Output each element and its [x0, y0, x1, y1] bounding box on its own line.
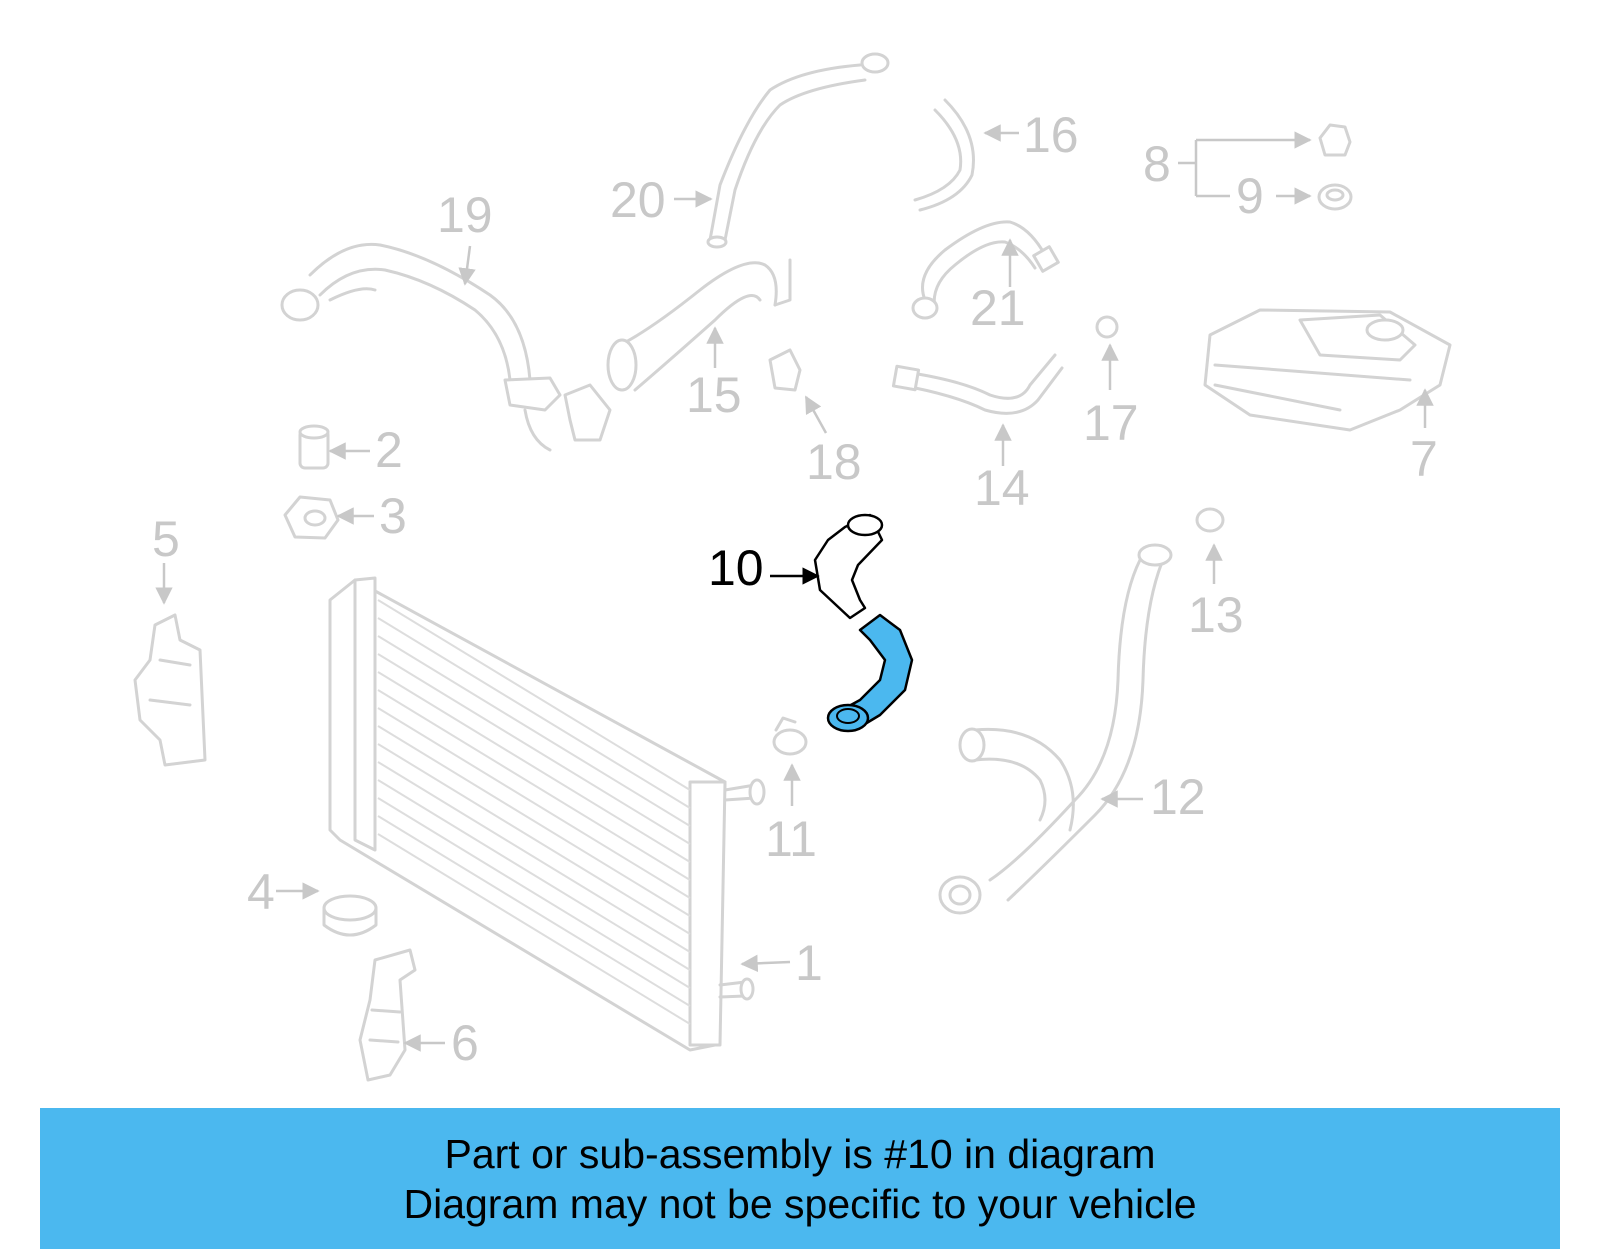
banner-line-part: Part or sub-assembly is #10 in diagram [444, 1130, 1156, 1177]
part-8-cap [1318, 123, 1352, 157]
part-21-hose [911, 220, 1060, 320]
callout-15: 15 [686, 367, 742, 423]
part-6-bracket [358, 948, 417, 1082]
callout-10[interactable]: 10 [708, 540, 764, 596]
callout-16: 16 [1023, 107, 1079, 163]
part-16-hose [913, 98, 975, 212]
part-19-pipe [280, 242, 612, 452]
callout-labels: 1 2 3 4 5 6 7 8 9 10 11 12 13 14 15 16 1… [152, 107, 1438, 1071]
callout-19: 19 [437, 187, 493, 243]
banner-line-disclaimer: Diagram may not be specific to your vehi… [403, 1180, 1197, 1227]
part-13-clamp [1195, 507, 1225, 533]
leader-arrows [155, 133, 1434, 1052]
part-2-grommet [298, 424, 330, 470]
callout-5: 5 [152, 511, 180, 567]
callout-6: 6 [451, 1015, 479, 1071]
part-7-reservoir [1203, 308, 1452, 432]
part-5-bracket [133, 613, 207, 767]
part-17-clip [1095, 315, 1119, 339]
info-banner: Part or sub-assembly is #10 in diagram D… [40, 1108, 1560, 1249]
part-18-clip [768, 348, 802, 392]
callout-12: 12 [1150, 769, 1206, 825]
part-4-bushing [322, 894, 378, 937]
callout-20: 20 [610, 172, 666, 228]
part-12-hose [938, 543, 1173, 915]
callout-8: 8 [1143, 136, 1171, 192]
callout-21: 21 [970, 280, 1026, 336]
part-11-clamp [772, 716, 808, 756]
part-3-mount [283, 495, 340, 540]
callout-13: 13 [1188, 587, 1244, 643]
callout-2: 2 [375, 422, 403, 478]
part-20-pipe [706, 52, 890, 249]
part-14-hose [891, 353, 1064, 415]
part-9-seal [1317, 183, 1353, 211]
callout-14: 14 [974, 460, 1030, 516]
callout-11: 11 [765, 811, 817, 867]
callout-9: 9 [1236, 168, 1264, 224]
callout-17: 17 [1083, 395, 1139, 451]
callout-1: 1 [795, 935, 823, 991]
part-15-hose [606, 258, 792, 392]
radiator-part [328, 576, 766, 1052]
callout-18: 18 [806, 434, 862, 490]
callout-7: 7 [1410, 431, 1438, 487]
callout-3: 3 [379, 488, 407, 544]
callout-4: 4 [247, 864, 275, 920]
part-10-hose[interactable] [813, 513, 914, 733]
